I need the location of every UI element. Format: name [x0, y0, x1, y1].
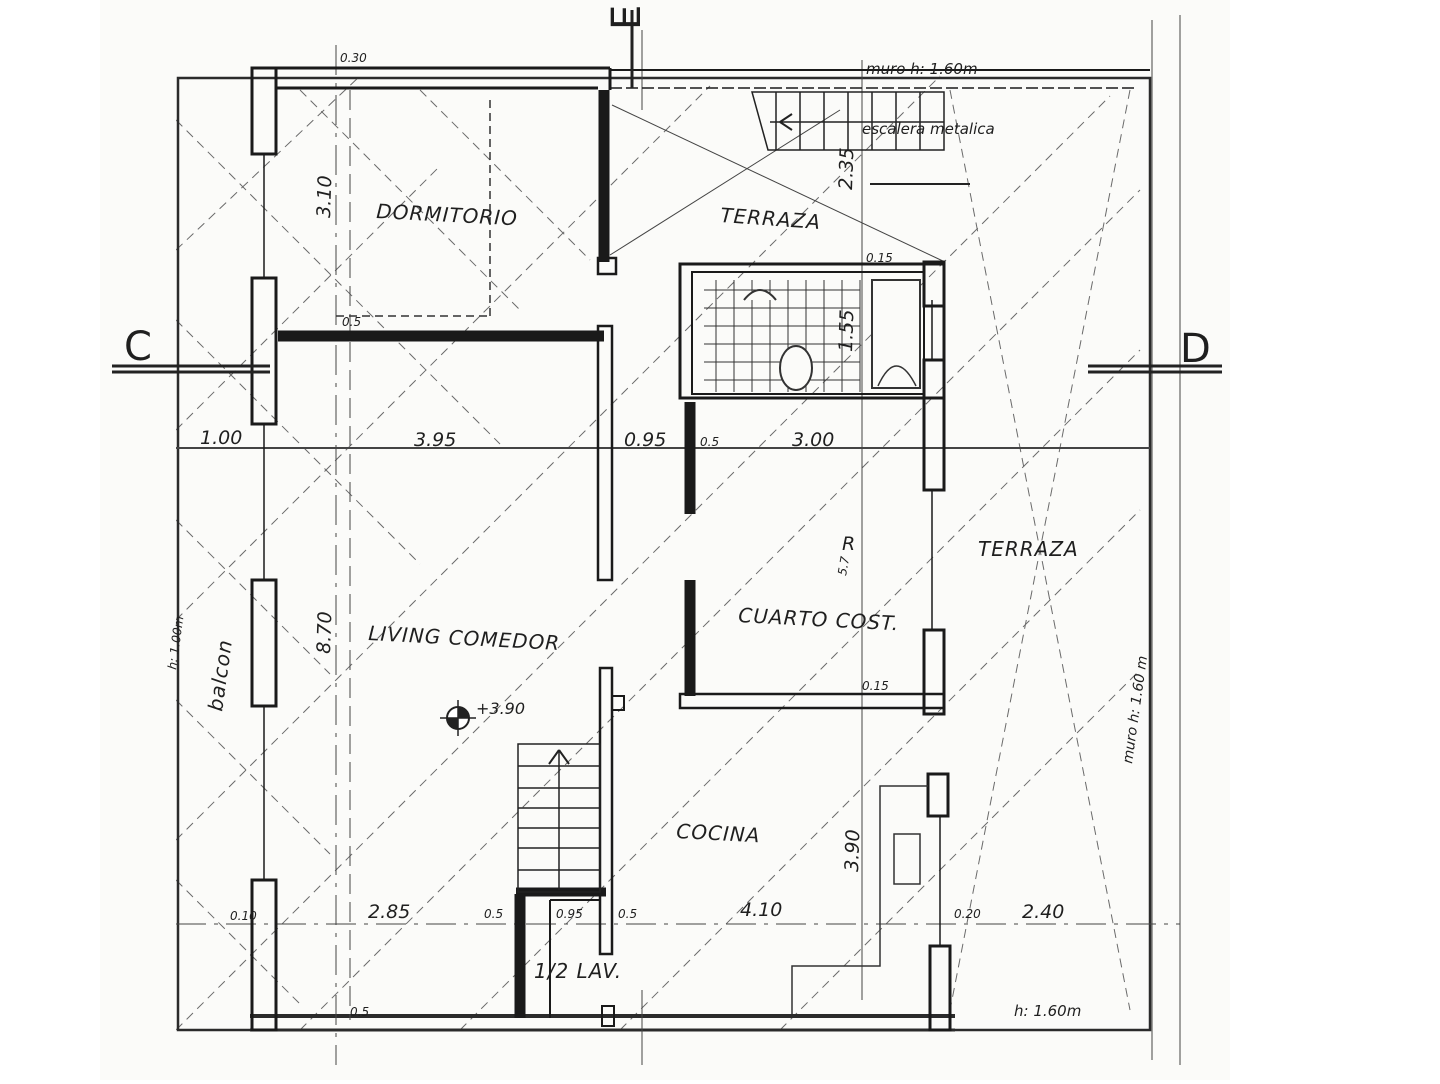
bathroom-fixtures	[704, 279, 921, 392]
hatch-pattern	[176, 75, 1141, 1030]
level-label: +3.90	[476, 699, 525, 718]
annotation-r-sub: 5.7	[835, 555, 852, 577]
dim-155: 1.55	[835, 309, 858, 352]
walls	[250, 66, 1150, 1032]
section-e-label: E	[604, 5, 650, 30]
room-label-terraza-right: TERRAZA	[978, 537, 1079, 561]
dim-010: 0.10	[230, 909, 257, 923]
dim-095b: 0.95	[556, 907, 583, 921]
dim-05e: 0.5	[350, 1005, 369, 1019]
annotation-muro-top: muro h: 1.60m	[866, 60, 978, 78]
section-marker-lines	[112, 10, 1222, 374]
dim-05b: 0.5	[484, 907, 503, 921]
section-c-label: C	[124, 324, 152, 370]
metal-stair	[751, 91, 970, 185]
room-label-cocina: COCINA	[676, 819, 761, 847]
annotation-escalera: escalera metalica	[862, 120, 995, 138]
annotation-muro-bottom: h: 1.60m	[1014, 1002, 1081, 1020]
annotation-r: R	[842, 533, 855, 555]
level-marker	[440, 700, 476, 736]
dim-05c: 0.5	[618, 907, 637, 921]
dim-05d: 0.5	[342, 315, 361, 329]
dim-05a: 0.5	[700, 435, 719, 449]
dim-020: 0.20	[954, 907, 981, 921]
dim-015b: 0.15	[862, 679, 889, 693]
dim-030-top: 0.30	[340, 51, 367, 65]
dim-410: 4.10	[740, 899, 782, 921]
section-d-label: D	[1180, 326, 1211, 372]
axis-lines	[176, 15, 1181, 1065]
dim-240: 2.40	[1022, 901, 1064, 923]
dim-300: 3.00	[792, 429, 834, 451]
dim-395: 3.95	[414, 429, 456, 451]
dim-095: 0.95	[624, 429, 666, 451]
dim-285: 2.85	[368, 901, 410, 923]
interior-stair	[517, 743, 601, 893]
dormitorio-outline	[336, 100, 491, 317]
room-label-lav: 1/2 LAV.	[534, 959, 622, 983]
dim-100: 1.00	[200, 427, 242, 449]
dim-390: 3.90	[841, 829, 864, 872]
dim-870: 8.70	[313, 611, 336, 654]
dim-015a: 0.15	[866, 251, 893, 265]
dim-310: 3.10	[313, 175, 336, 218]
kitchen-counters	[791, 785, 928, 1014]
dim-235: 2.35	[835, 147, 858, 190]
